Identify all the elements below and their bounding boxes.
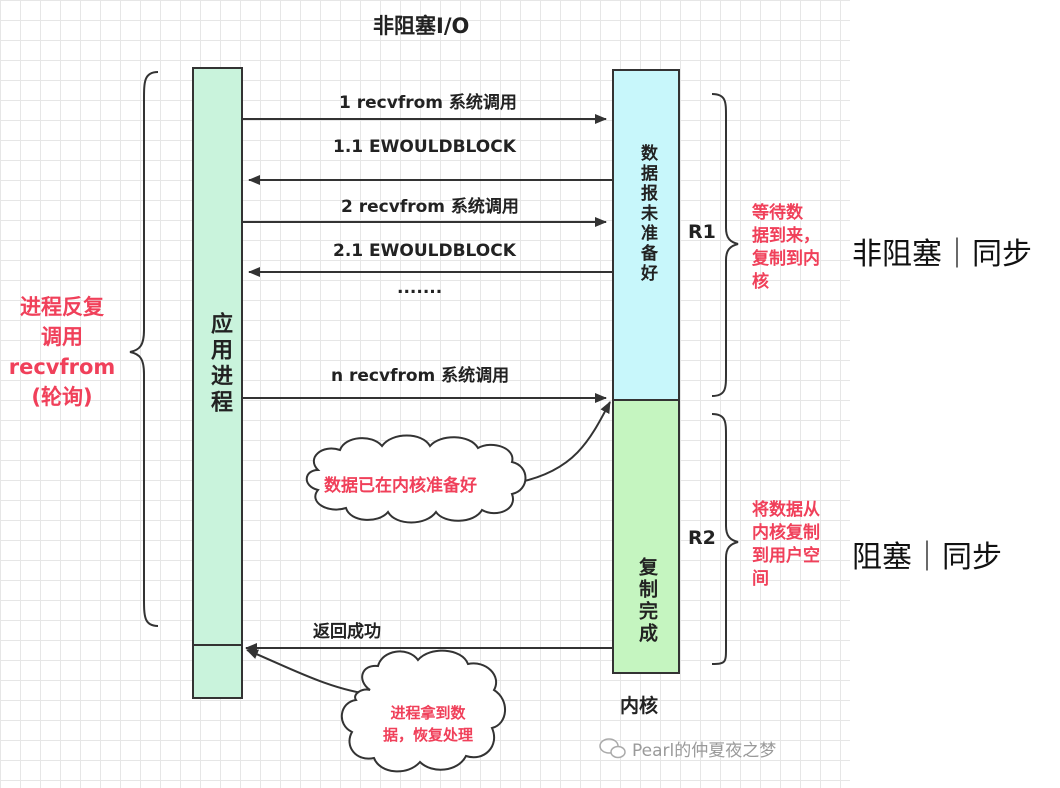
- left-note-line-2: 调用: [41, 325, 83, 349]
- left-note-line-3: recvfrom: [8, 355, 116, 379]
- side-label-blocking-sync: 阻塞｜同步: [852, 540, 1002, 575]
- left-note: 进程反复 调用 recvfrom (轮询): [2, 292, 122, 412]
- side-label-nonblocking-sync: 非阻塞｜同步: [852, 237, 1032, 272]
- r1-note-line-2: 据到来，: [752, 226, 820, 246]
- r2-note-line-2: 内核复制: [752, 523, 820, 543]
- curve-ready-to-kernel: [519, 401, 611, 483]
- cloud-got-data-line-1: 进程拿到数: [390, 704, 466, 722]
- msg-ewouldblock-1: 1.1 EWOULDBLOCK: [333, 137, 516, 157]
- r2-note: 将数据从 内核复制 到用户空 间: [752, 499, 820, 591]
- msg-ellipsis: .......: [397, 278, 443, 298]
- kernel-copy-box: [612, 399, 680, 674]
- r2-note-line-3: 到用户空: [752, 546, 820, 566]
- kernel-copy-done-label: 复制完成: [636, 557, 658, 645]
- msg-recvfrom-2: 2 recvfrom 系统调用: [341, 197, 519, 217]
- cloud-ready: [305, 434, 527, 524]
- cloud-got-data-line-2: 据，恢复处理: [382, 726, 473, 744]
- app-process-box: [192, 67, 243, 699]
- kernel-label: 内核: [620, 695, 659, 717]
- msg-recvfrom-n: n recvfrom 系统调用: [331, 366, 510, 386]
- left-note-line-1: 进程反复: [20, 295, 104, 319]
- r1-note-line-3: 复制到内: [752, 249, 820, 269]
- curve-got-data-to-app: [246, 649, 376, 696]
- r2-note-line-4: 间: [752, 569, 769, 589]
- left-note-line-4: (轮询): [31, 385, 93, 409]
- brace-r1: [711, 93, 739, 397]
- r2-note-line-1: 将数据从: [752, 500, 820, 520]
- kernel-wait-box: [612, 69, 680, 401]
- cloud-ready-text: 数据已在内核准备好: [324, 476, 477, 496]
- diagram-title: 非阻塞I/O: [373, 14, 470, 38]
- r1-note-line-4: 核: [752, 272, 769, 292]
- wechat-icon: [599, 738, 626, 759]
- msg-ewouldblock-2: 2.1 EWOULDBLOCK: [333, 241, 516, 261]
- app-process-label: 应用进程: [207, 312, 232, 416]
- msg-return-success: 返回成功: [313, 622, 381, 642]
- r1-note: 等待数 据到来， 复制到内 核: [752, 202, 820, 294]
- phase-r1-label: R1: [688, 221, 716, 243]
- kernel-not-ready-label: 数据报未准备好: [637, 144, 657, 284]
- msg-recvfrom-1: 1 recvfrom 系统调用: [339, 93, 517, 113]
- cloud-got-data-text: 进程拿到数 据，恢复处理: [368, 702, 488, 746]
- cloud-got-data: [341, 649, 506, 773]
- grid-background: [0, 0, 850, 788]
- phase-r2-label: R2: [688, 527, 716, 549]
- watermark-text: Pearl的仲夏夜之梦: [632, 741, 777, 761]
- r1-note-line-1: 等待数: [752, 203, 803, 223]
- left-brace: [129, 71, 159, 627]
- brace-r2: [711, 413, 739, 665]
